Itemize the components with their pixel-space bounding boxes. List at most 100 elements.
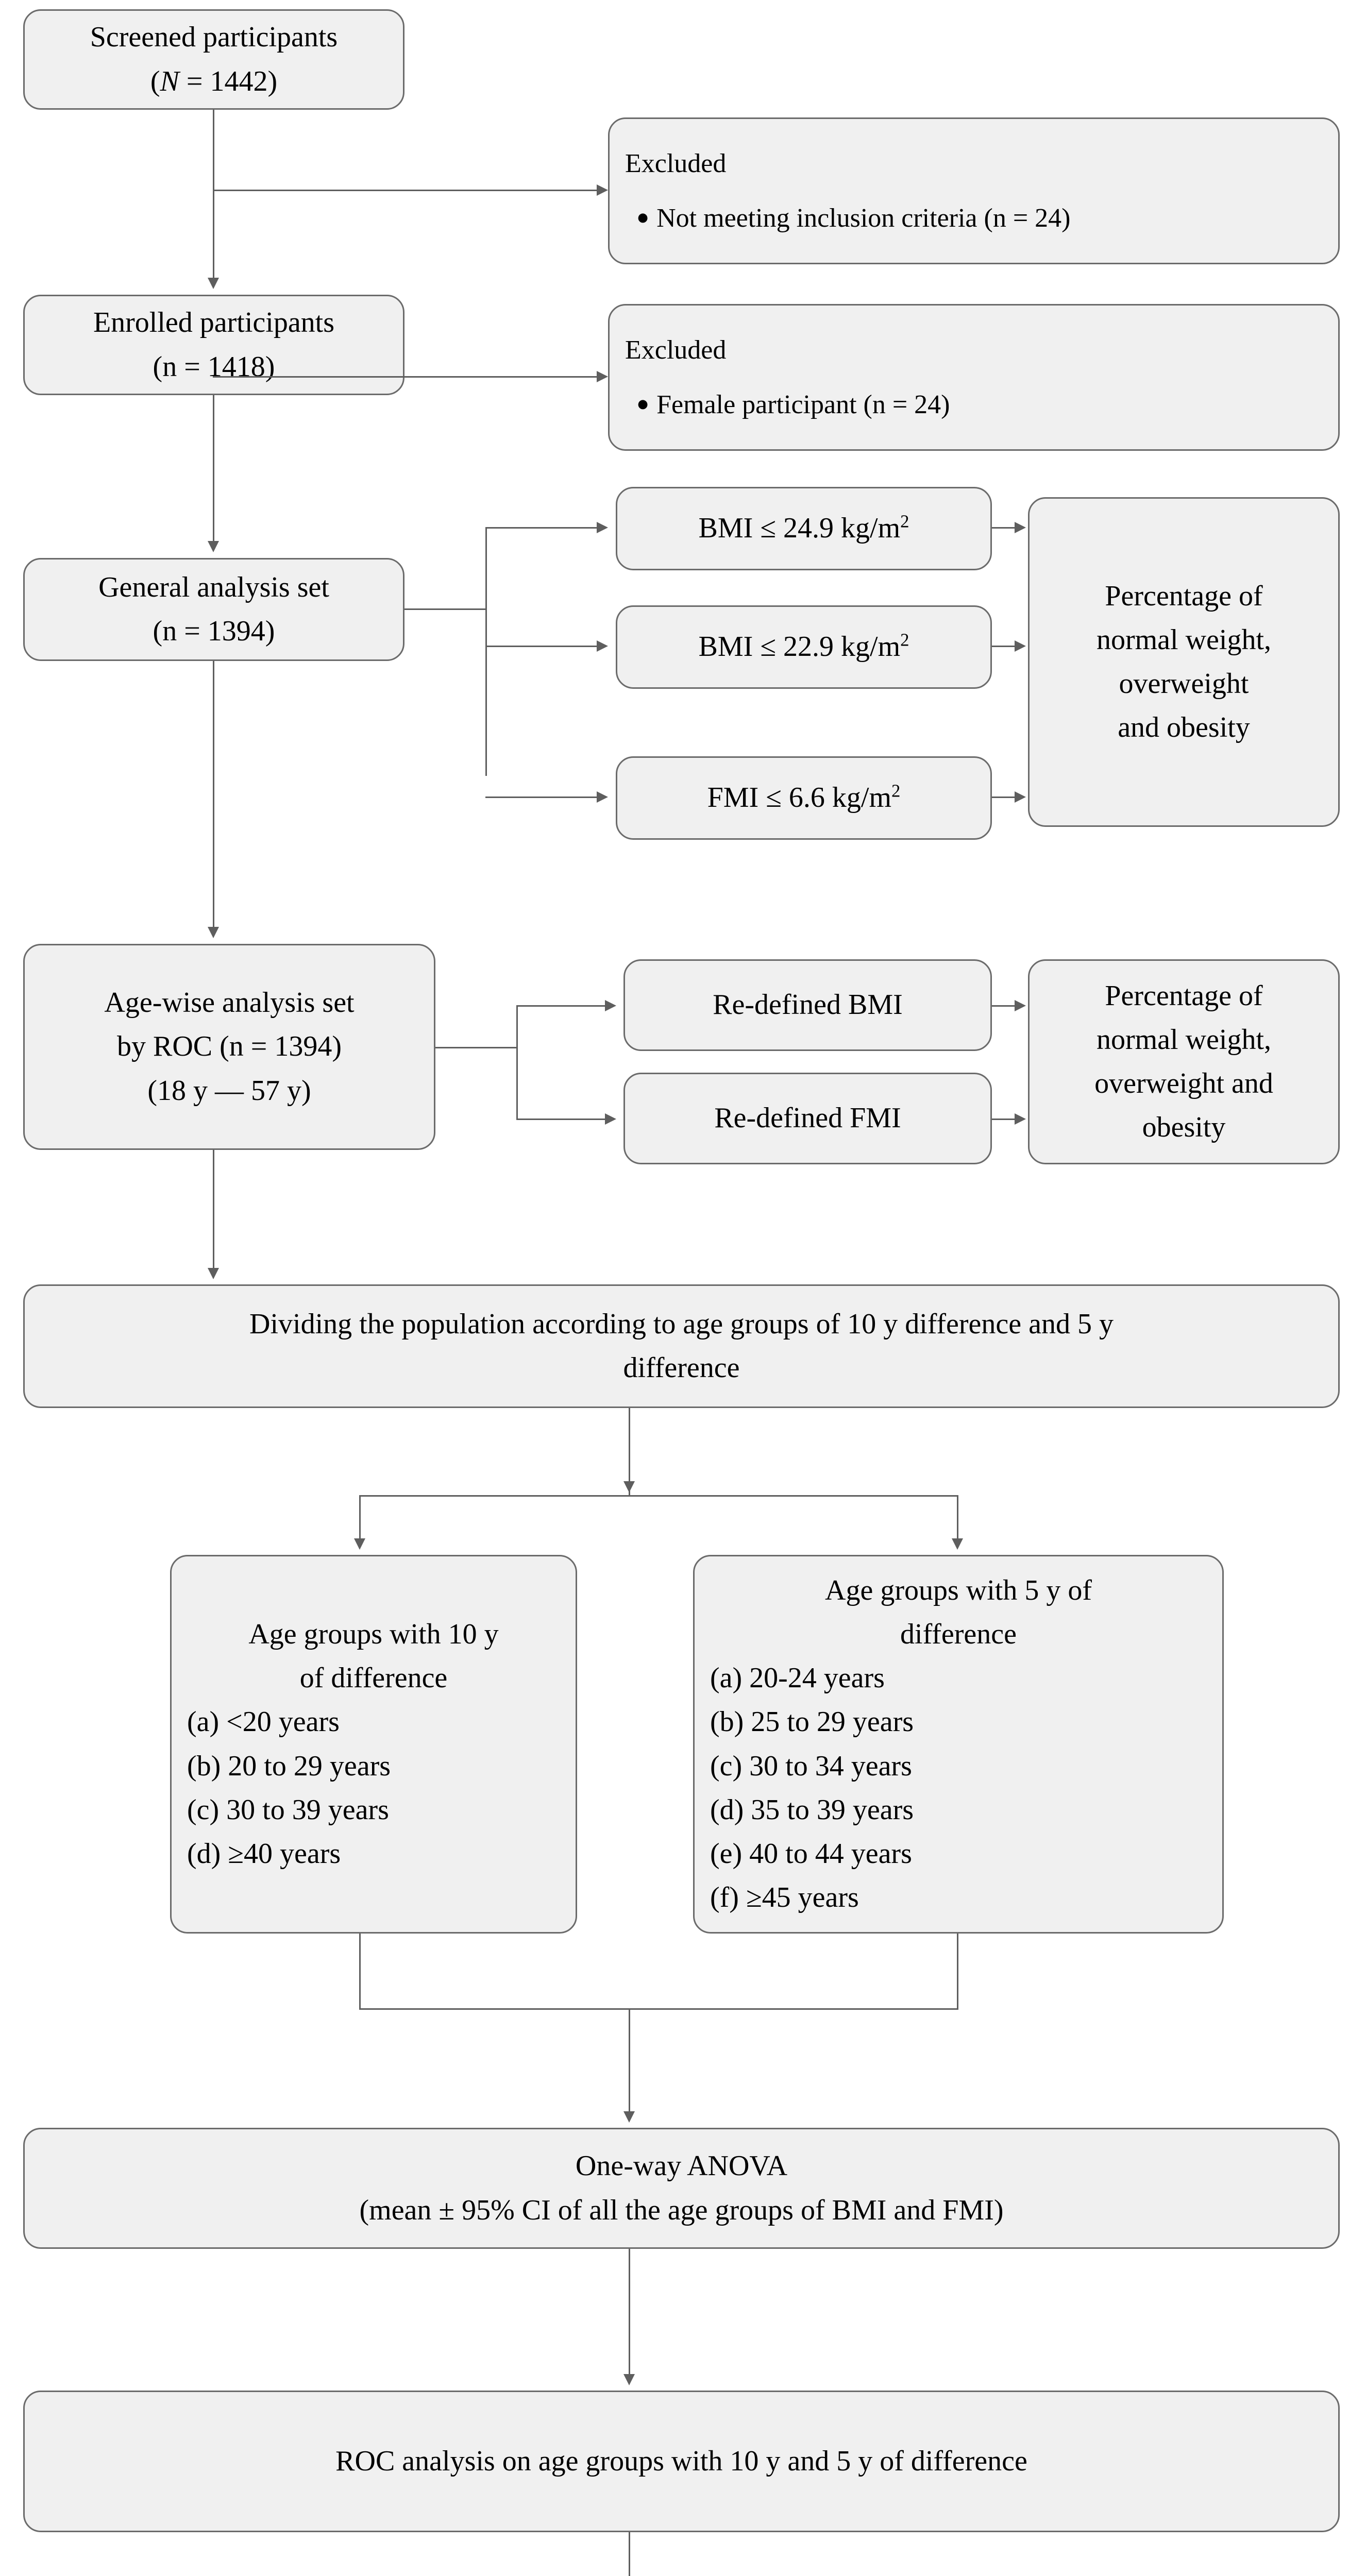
connector-enrolled-to-excluded2 [213, 376, 597, 378]
arrowhead-icon [952, 1538, 963, 1550]
dividing-line2: difference [623, 1352, 740, 1384]
general-line2: (n = 1394) [153, 615, 275, 647]
node-enrolled-participants: Enrolled participants (n = 1418) [23, 295, 404, 395]
screened-line2: (N = 1442) [150, 65, 278, 97]
list-item: (e) 40 to 44 years [710, 1837, 912, 1870]
bullet-icon: ● [636, 392, 650, 416]
connector-split-right-leg [957, 1495, 958, 1538]
arrowhead-icon [1015, 1113, 1026, 1125]
general-line1: General analysis set [98, 571, 329, 603]
node-age-groups-10y: Age groups with 10 y of difference (a) <… [170, 1555, 577, 1934]
node-redefined-bmi: Re-defined BMI [623, 959, 992, 1051]
fmi66-text: FMI ≤ 6.6 kg/m2 [707, 781, 901, 814]
connector-10y-down [359, 1934, 361, 2010]
connector-to-redefined-bmi [516, 1005, 605, 1007]
list-item: (d) ≥40 years [187, 1837, 341, 1870]
percentage1-line2: normal weight, [1096, 623, 1272, 656]
connector-dividing-down [629, 1408, 630, 1497]
arrowhead-icon [354, 1538, 365, 1550]
arrowhead-icon [1015, 1000, 1026, 1011]
percentage2-line2: normal weight, [1096, 1023, 1272, 1056]
node-bmi-24-9: BMI ≤ 24.9 kg/m2 [616, 487, 992, 570]
node-percentage-2: Percentage of normal weight, overweight … [1028, 959, 1340, 1164]
excluded2-bullet: ●Female participant (n = 24) [636, 389, 950, 419]
anova-line2: (mean ± 95% CI of all the age groups of … [359, 2194, 1004, 2226]
node-dividing-population: Dividing the population according to age… [23, 1284, 1340, 1408]
connector-enrolled-to-general [213, 395, 214, 541]
node-roc-analysis: ROC analysis on age groups with 10 y and… [23, 2391, 1340, 2532]
arrowhead-icon [597, 371, 608, 382]
dividing-line1: Dividing the population according to age… [249, 1308, 1114, 1340]
groups5y-header-line2: difference [900, 1618, 1017, 1651]
connector-redefined-fan-bus [516, 1005, 518, 1119]
excluded1-header: Excluded [625, 149, 727, 179]
arrowhead-icon [1015, 522, 1026, 533]
node-fmi-6-6: FMI ≤ 6.6 kg/m2 [616, 756, 992, 840]
connector-redefinedbmi-to-percentage2 [992, 1005, 1015, 1007]
connector-to-redefined-fmi [516, 1118, 605, 1120]
arrowhead-icon [597, 791, 608, 803]
arrowhead-icon [623, 2374, 635, 2385]
connector-to-bmi249 [485, 527, 597, 529]
agewise-line1: Age-wise analysis set [104, 987, 355, 1019]
connector-roc-to-final [629, 2532, 630, 2576]
arrowhead-icon [597, 640, 608, 652]
redefined-fmi-text: Re-defined FMI [714, 1102, 901, 1134]
node-bmi-22-9: BMI ≤ 22.9 kg/m2 [616, 605, 992, 689]
node-screened-participants: Screened participants (N = 1442) [23, 9, 404, 110]
connector-screened-to-excluded1 [213, 190, 597, 191]
arrowhead-icon [208, 927, 219, 938]
groups5y-header-line1: Age groups with 5 y of [825, 1574, 1092, 1607]
list-item: (c) 30 to 34 years [710, 1750, 912, 1782]
connector-bmi-fan-bus [485, 527, 487, 776]
node-one-way-anova: One-way ANOVA (mean ± 95% CI of all the … [23, 2128, 1340, 2249]
bmi249-text: BMI ≤ 24.9 kg/m2 [698, 511, 909, 545]
list-item: (b) 20 to 29 years [187, 1750, 391, 1782]
node-general-analysis-set: General analysis set (n = 1394) [23, 558, 404, 661]
excluded2-header: Excluded [625, 335, 727, 365]
groups10y-header-line1: Age groups with 10 y [248, 1618, 499, 1651]
connector-agewise-stub-right [435, 1047, 518, 1048]
connector-to-fmi66 [485, 796, 597, 798]
connector-anova-to-roc [629, 2249, 630, 2374]
percentage2-line3: overweight and [1094, 1067, 1273, 1099]
node-age-groups-5y: Age groups with 5 y of difference (a) 20… [693, 1555, 1224, 1934]
connector-general-to-agewise [213, 661, 214, 927]
connector-to-bmi229 [485, 646, 597, 647]
list-item: (b) 25 to 29 years [710, 1706, 914, 1738]
percentage2-line4: obesity [1142, 1111, 1226, 1144]
percentage2-line1: Percentage of [1105, 979, 1263, 1012]
connector-bmi249-to-percentage1 [992, 527, 1015, 529]
connector-general-stub-right [404, 608, 487, 610]
connector-agewise-to-dividing [213, 1150, 214, 1268]
percentage1-line1: Percentage of [1105, 580, 1263, 612]
connector-split-bar [359, 1495, 958, 1497]
connector-merge-to-anova [629, 2008, 630, 2111]
list-item: (a) 20-24 years [710, 1662, 885, 1694]
bullet-icon: ● [636, 205, 650, 229]
connector-split-left-leg [359, 1495, 361, 1538]
arrowhead-icon [208, 1268, 219, 1279]
arrowhead-icon [597, 184, 608, 196]
arrowhead-icon [623, 2111, 635, 2123]
node-agewise-analysis-set: Age-wise analysis set by ROC (n = 1394) … [23, 944, 435, 1150]
connector-5y-down [957, 1934, 958, 2010]
list-item: (f) ≥45 years [710, 1881, 859, 1913]
agewise-line2: by ROC (n = 1394) [116, 1030, 342, 1063]
arrowhead-icon [597, 522, 608, 533]
connector-merge-bar [359, 2008, 958, 2010]
arrowhead-icon [208, 541, 219, 552]
agewise-line3: (18 y — 57 y) [147, 1074, 311, 1107]
list-item: (d) 35 to 39 years [710, 1793, 914, 1826]
connector-redefinedfmi-to-percentage2 [992, 1118, 1015, 1120]
connector-screened-to-enrolled [213, 110, 214, 278]
excluded1-bullet: ●Not meeting inclusion criteria (n = 24) [636, 203, 1071, 233]
anova-line1: One-way ANOVA [575, 2150, 788, 2182]
roc-text: ROC analysis on age groups with 10 y and… [335, 2445, 1027, 2477]
list-item: (c) 30 to 39 years [187, 1793, 389, 1826]
node-excluded-inclusion: Excluded ●Not meeting inclusion criteria… [608, 117, 1340, 264]
node-percentage-1: Percentage of normal weight, overweight … [1028, 497, 1340, 827]
node-excluded-female: Excluded ●Female participant (n = 24) [608, 304, 1340, 451]
bmi229-text: BMI ≤ 22.9 kg/m2 [698, 630, 909, 663]
